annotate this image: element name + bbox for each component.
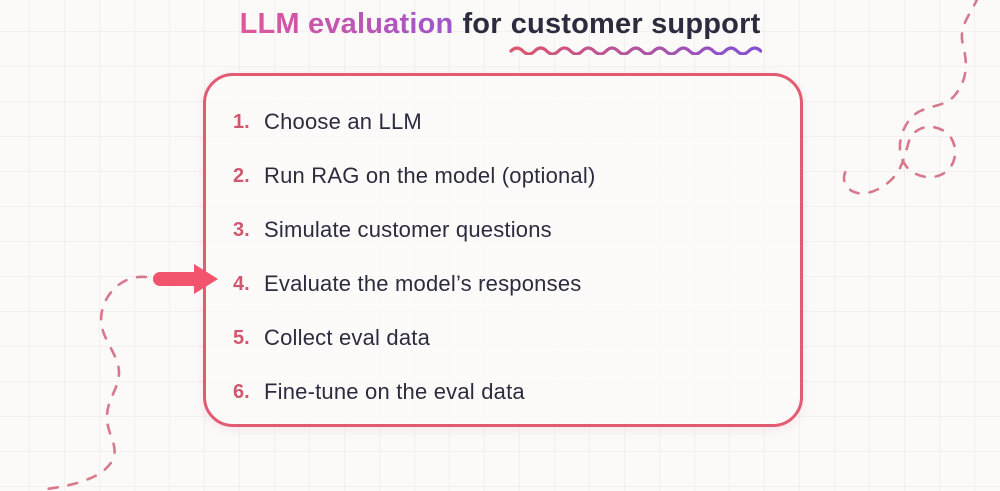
list-item: 5. Collect eval data: [233, 311, 790, 365]
list-item: 3. Simulate customer questions: [233, 203, 790, 257]
step-label: Collect eval data: [264, 325, 431, 350]
step-label: Fine-tune on the eval data: [264, 379, 525, 404]
step-label: Simulate customer questions: [264, 217, 552, 242]
list-item: 1. Choose an LLM: [233, 95, 790, 149]
wavy-underline-icon: [509, 46, 763, 55]
title-connector: for: [462, 8, 502, 40]
list-item: 6. Fine-tune on the eval data: [233, 365, 790, 419]
step-label: Choose an LLM: [264, 109, 422, 134]
step-label: Run RAG on the model (optional): [264, 163, 596, 188]
steps-list: 1. Choose an LLM 2. Run RAG on the model…: [206, 76, 800, 419]
dashed-s-curve-icon: [36, 275, 148, 491]
title-underlined-text: customer support: [510, 8, 761, 40]
steps-card: 1. Choose an LLM 2. Run RAG on the model…: [203, 73, 803, 427]
step-number: 5.: [233, 326, 250, 349]
list-item: 2. Run RAG on the model (optional): [233, 149, 790, 203]
step-label: Evaluate the model’s responses: [264, 271, 582, 296]
step-number: 6.: [233, 380, 250, 403]
step-number: 2.: [233, 164, 250, 187]
page-title: LLM evaluation for customer support: [0, 8, 1000, 55]
step-number: 1.: [233, 110, 250, 133]
title-highlight: LLM evaluation: [239, 8, 454, 40]
step-number: 4.: [233, 272, 250, 295]
title-underlined: customer support: [509, 8, 763, 55]
step-number: 3.: [233, 218, 250, 241]
list-item: 4. Evaluate the model’s responses: [233, 257, 790, 311]
